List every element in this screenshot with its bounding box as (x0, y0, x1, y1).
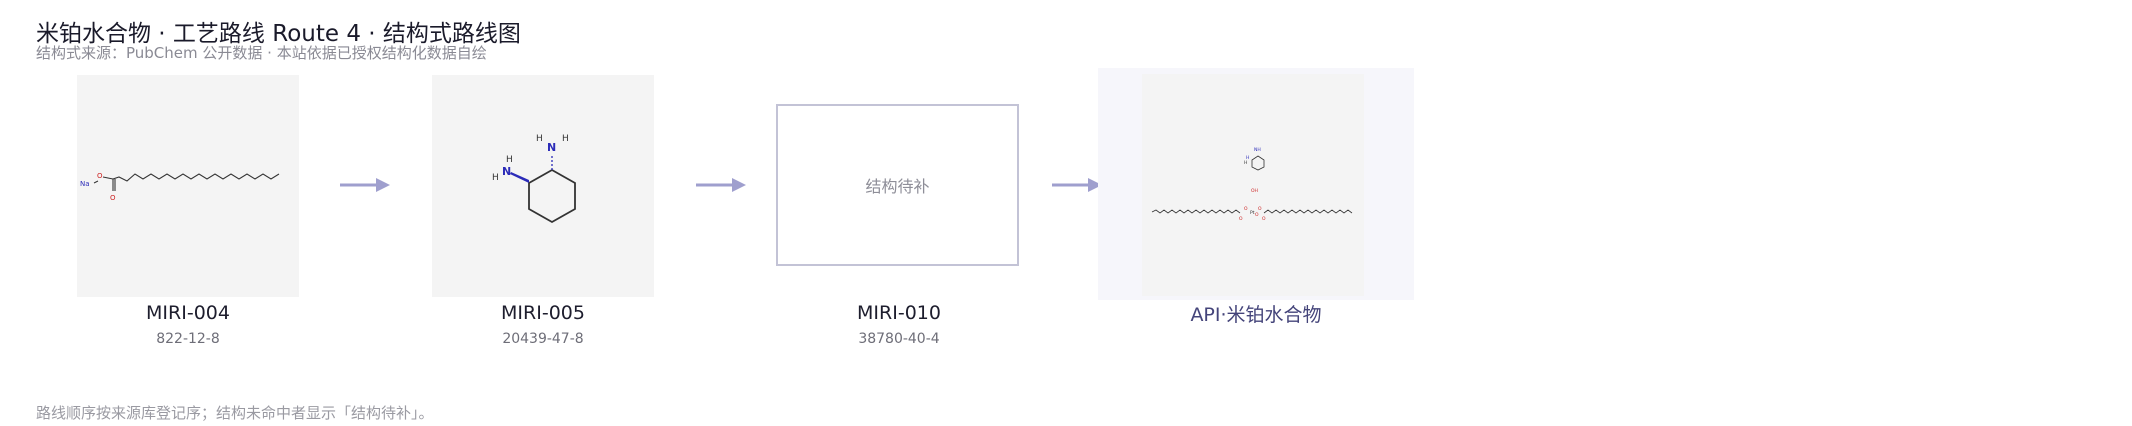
atom-label: H (506, 155, 513, 165)
atom-label: Pt (1250, 210, 1255, 216)
atom-label: H (492, 173, 499, 183)
structure-panel-miri-004[interactable]: Na O O (77, 75, 299, 297)
step-code-miri-005: MIRI-005 (501, 302, 585, 324)
step-code-miri-010: MIRI-010 (857, 302, 941, 324)
atom-label: H (1244, 160, 1247, 166)
atom-label: N (547, 141, 556, 154)
arrow-icon (1052, 178, 1102, 192)
footnote: 路线顺序按来源库登记序；结构未命中者显示「结构待补」。 (36, 404, 434, 422)
arrow-icon (340, 178, 390, 192)
structure-drawing-api: NH H H OH O Pt O O O O (1151, 147, 1353, 222)
step-cas-miri-010: 38780-40-4 (858, 331, 940, 347)
atom-label: OH (1251, 188, 1258, 194)
atom-label: O (1255, 212, 1259, 218)
atom-label: O (110, 194, 116, 202)
api-structure-panel[interactable]: NH H H OH O Pt O O O O (1098, 68, 1414, 300)
api-structure-frame: NH H H OH O Pt O O O O (1142, 74, 1364, 296)
page-subtitle: 结构式来源：PubChem 公开数据 · 本站依据已授权结构化数据自绘 (36, 44, 487, 62)
atom-label: O (1244, 206, 1248, 212)
atom-label: H (536, 134, 543, 144)
atom-label: O (1258, 206, 1262, 212)
atom-label: O (1239, 216, 1243, 222)
atom-label: NH (1254, 147, 1261, 153)
placeholder-text: 结构待补 (865, 177, 930, 196)
step-code-miri-004: MIRI-004 (146, 302, 230, 324)
atom-label: H (562, 134, 569, 144)
arrow-icon (696, 178, 746, 192)
api-label: API·米铂水合物 (1190, 304, 1322, 326)
atom-label: N (502, 165, 511, 178)
atom-label: O (1262, 216, 1266, 222)
structure-drawing-miri-004: Na O O (80, 172, 280, 202)
structure-placeholder-miri-010[interactable]: 结构待补 (776, 104, 1019, 266)
page-title: 米铂水合物 · 工艺路线 Route 4 · 结构式路线图 (36, 21, 521, 47)
step-cas-miri-004: 822-12-8 (156, 331, 220, 347)
atom-label: O (97, 172, 103, 180)
atom-label: Na (80, 180, 90, 188)
structure-panel-miri-005[interactable]: N H H N H H (432, 75, 654, 297)
structure-drawing-miri-005: N H H N H H (492, 134, 576, 224)
step-cas-miri-005: 20439-47-8 (502, 331, 584, 347)
atom-label: H (1246, 155, 1249, 161)
